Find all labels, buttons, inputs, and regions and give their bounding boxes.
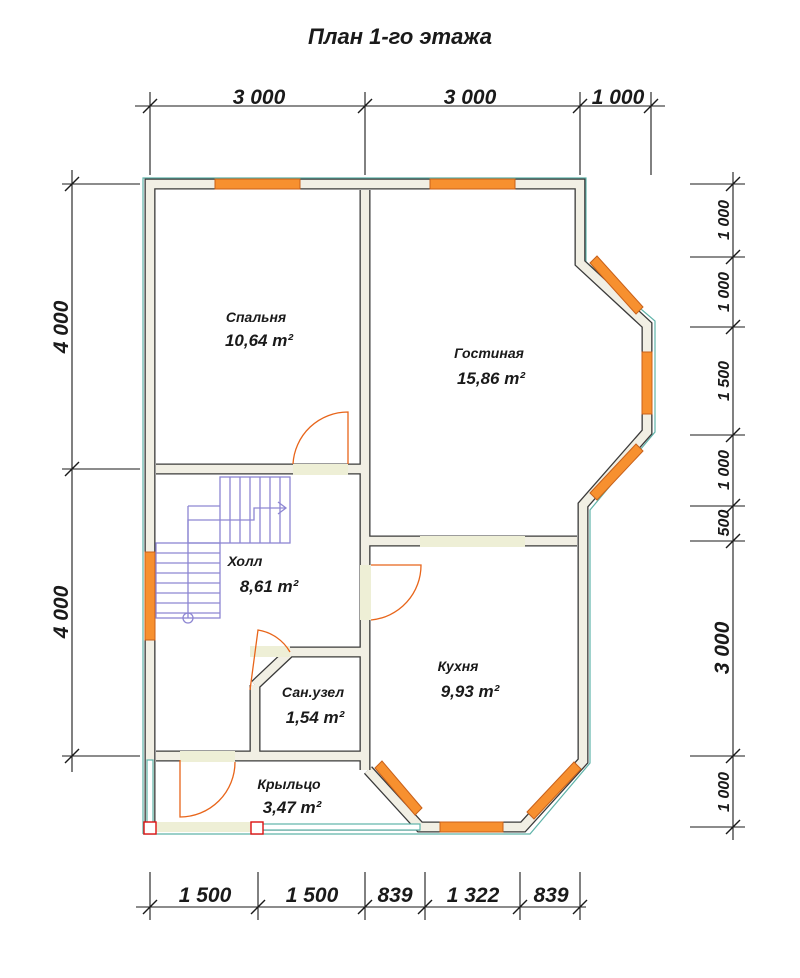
- right-dim-2: 1 000: [716, 272, 733, 312]
- window-bedroom: [214, 178, 301, 190]
- top-dimension-line: [135, 92, 665, 175]
- top-dim-1: 3 000: [233, 86, 286, 109]
- bottom-dimension-line: [136, 872, 588, 920]
- door-swings: [179, 411, 422, 818]
- bottom-dim-2: 1 500: [286, 884, 339, 907]
- bathroom-area: 1,54 m²: [286, 708, 346, 727]
- kitchen-name: Кухня: [438, 658, 479, 674]
- right-dim-5: 500: [716, 510, 733, 537]
- window-living-top: [429, 178, 516, 190]
- plan-title: План 1-го этажа: [308, 24, 492, 49]
- bottom-dim-5: 839: [533, 884, 568, 907]
- hall-door-swing: [370, 564, 422, 621]
- porch-railing: [257, 823, 421, 831]
- top-dim-2: 3 000: [444, 86, 497, 109]
- living-kitchen-opening: [420, 536, 525, 547]
- hall-door-opening: [360, 565, 371, 620]
- windows: [144, 178, 653, 833]
- living-area: 15,86 m²: [457, 369, 526, 388]
- hall-area: 8,61 m²: [240, 577, 300, 596]
- top-dim-3: 1 000: [592, 86, 645, 109]
- right-dimension-line: [690, 172, 745, 840]
- bottom-dim-1: 1 500: [179, 884, 232, 907]
- living-name: Гостиная: [454, 345, 524, 361]
- hall-name: Холл: [227, 553, 263, 569]
- porch-railing-left: [146, 759, 154, 825]
- bath-door-swing: [249, 629, 291, 691]
- window-kitchen-left: [374, 760, 423, 816]
- porch-post-left: [143, 821, 157, 835]
- kitchen-area: 9,93 m²: [441, 682, 501, 701]
- right-dim-6: 3 000: [711, 621, 734, 674]
- bottom-dim-3: 839: [377, 884, 412, 907]
- window-hall: [144, 551, 156, 641]
- entrance-door-swing: [179, 760, 236, 818]
- porch-area: 3,47 m²: [263, 798, 323, 817]
- window-bay-upper: [589, 255, 644, 315]
- stairs: [155, 476, 291, 624]
- porch-post-right: [250, 821, 264, 835]
- bedroom-name: Спальня: [226, 309, 286, 325]
- right-dim-4: 1 000: [716, 450, 733, 490]
- left-dim-1: 4 000: [50, 300, 73, 354]
- openings: [156, 464, 525, 832]
- outer-boundary: [142, 177, 656, 835]
- porch-opening: [156, 822, 256, 832]
- right-dim-1: 1 000: [716, 200, 733, 240]
- bedroom-door-opening: [293, 464, 348, 475]
- right-dim-7: 1 000: [716, 772, 733, 812]
- bottom-dim-4: 1 322: [447, 884, 500, 907]
- bathroom-name: Сан.узел: [282, 684, 344, 700]
- porch-name: Крыльцо: [257, 776, 321, 792]
- right-dim-3: 1 500: [716, 361, 733, 401]
- bedroom-door-swing: [292, 411, 349, 465]
- window-kitchen-right: [526, 761, 582, 820]
- window-kitchen-bottom: [439, 821, 504, 833]
- bath-door-opening: [250, 646, 290, 657]
- left-dimension-line: [62, 170, 140, 772]
- walls: [144, 178, 653, 833]
- window-bay-lower: [589, 443, 644, 501]
- bedroom-area: 10,64 m²: [225, 331, 294, 350]
- entrance-door-opening: [180, 751, 235, 762]
- left-dim-2: 4 000: [50, 585, 73, 639]
- window-bay-middle: [641, 351, 653, 415]
